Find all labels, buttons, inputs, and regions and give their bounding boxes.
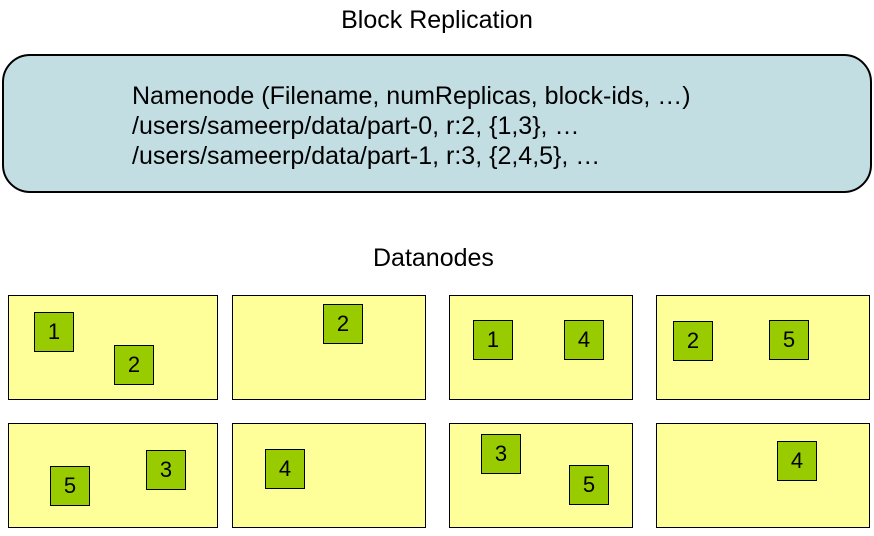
block-4: 4 — [564, 320, 604, 360]
block-5: 5 — [769, 320, 809, 360]
datanode-6: 4 — [232, 423, 426, 528]
block-4: 4 — [265, 449, 305, 489]
datanode-7: 3 5 — [449, 423, 633, 528]
namenode-file-entry: /users/sameerp/data/part-1, r:3, {2,4,5}… — [132, 142, 601, 170]
block-4: 4 — [777, 441, 817, 481]
block-2: 2 — [673, 321, 713, 361]
block-5: 5 — [50, 466, 90, 506]
datanode-5: 5 3 — [8, 423, 218, 528]
datanode-4: 2 5 — [656, 295, 870, 400]
block-5: 5 — [569, 465, 609, 505]
diagram-title: Block Replication — [341, 6, 533, 34]
namenode-file-entry: /users/sameerp/data/part-0, r:2, {1,3}, … — [132, 112, 580, 140]
block-2: 2 — [323, 304, 363, 344]
block-2: 2 — [114, 345, 154, 385]
block-3: 3 — [146, 450, 186, 490]
namenode-header: Namenode (Filename, numReplicas, block-i… — [132, 82, 691, 110]
datanode-2: 2 — [232, 295, 426, 400]
datanodes-label: Datanodes — [373, 244, 494, 272]
namenode-text: Namenode (Filename, numReplicas, block-i… — [132, 81, 691, 171]
datanode-8: 4 — [656, 423, 870, 528]
block-3: 3 — [481, 434, 521, 474]
namenode-box: Namenode (Filename, numReplicas, block-i… — [2, 54, 872, 193]
block-1: 1 — [34, 312, 74, 352]
datanode-1: 1 2 — [8, 295, 218, 400]
datanode-3: 1 4 — [449, 295, 633, 400]
block-1: 1 — [473, 320, 513, 360]
